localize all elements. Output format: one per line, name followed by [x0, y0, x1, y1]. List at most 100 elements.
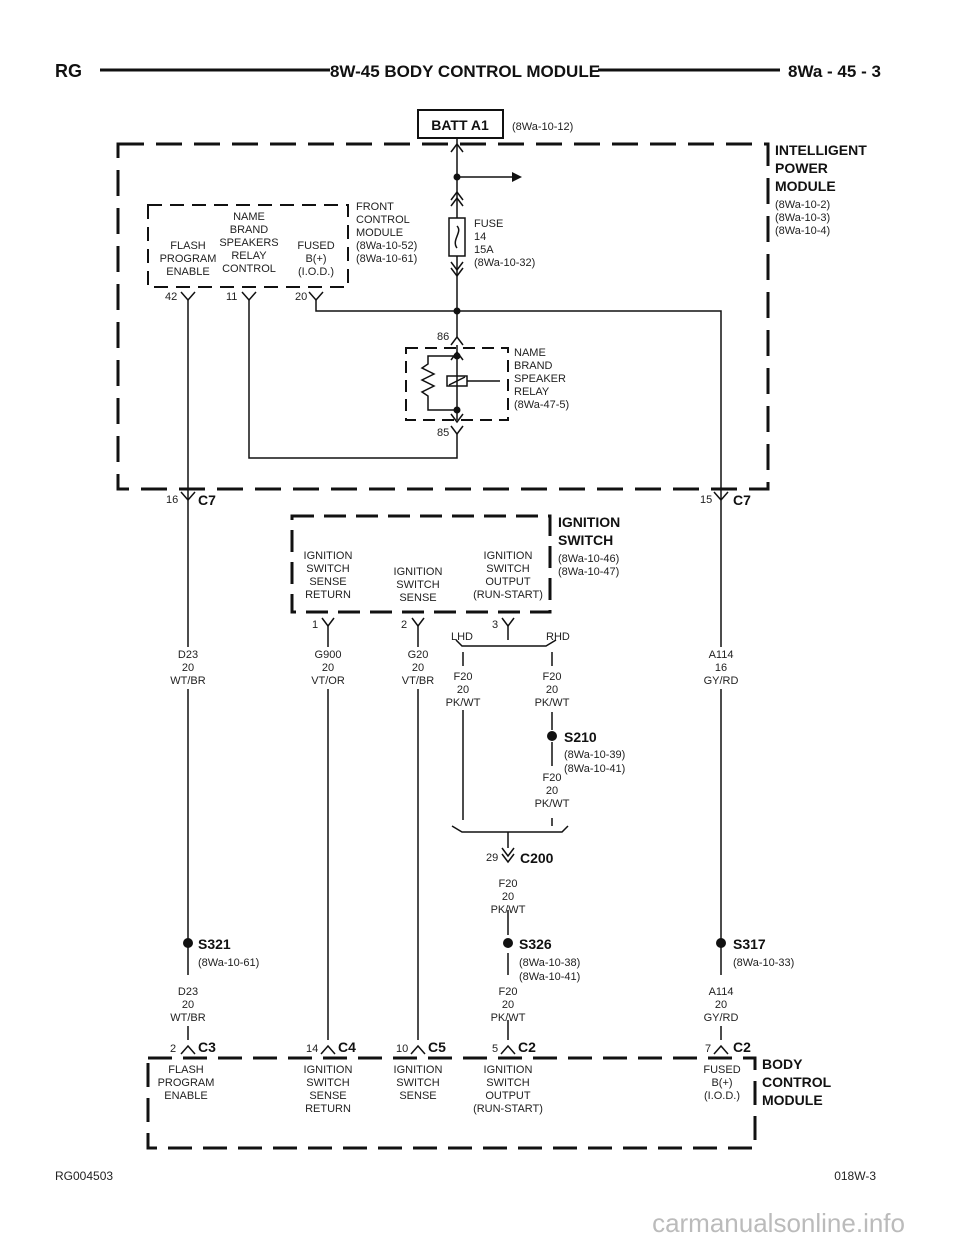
splice-s317-label: S317 [733, 936, 766, 952]
pin-symbol [713, 1044, 729, 1055]
bcm-func-text: (RUN-START) [473, 1103, 543, 1115]
bcm-c2-pin-5: 5 [492, 1043, 498, 1055]
label-mask [168, 647, 208, 689]
splice-dot [453, 352, 461, 360]
pin-symbol [450, 350, 464, 361]
bcm-func-text: PROGRAM [158, 1077, 215, 1089]
fuse-element [454, 225, 460, 249]
relay-pin-86: 86 [437, 331, 449, 343]
fcm-func-text: FUSED [297, 240, 334, 252]
splice-s326-ref: (8Wa-10-41) [519, 971, 580, 983]
splice-s210-ref: (8Wa-10-39) [564, 749, 625, 761]
fused-b-plus-wire [315, 300, 722, 480]
splice-s210-label: S210 [564, 729, 597, 745]
rhd-label: RHD [546, 631, 570, 643]
pin-symbol [180, 1044, 196, 1055]
fuse-label-line: 14 [474, 231, 486, 243]
batt-feed [448, 138, 512, 338]
fcm-func-text: BRAND [230, 224, 269, 236]
wire-label: VT/BR [402, 675, 434, 687]
fcm-title-line: CONTROL [356, 214, 410, 226]
relay-label-line: SPEAKER [514, 373, 566, 385]
bcm-func-text: FLASH [168, 1064, 204, 1076]
wire-label-g20: G20 20 VT/BR [402, 649, 434, 687]
label-mask [396, 647, 440, 689]
pin-symbol [450, 425, 464, 436]
ign-func-text: RETURN [305, 589, 351, 601]
ign-func-text: IGNITION [484, 550, 533, 562]
c200-pin: 29 [486, 852, 498, 864]
ipm-ref: (8Wa-10-2) [775, 199, 830, 211]
pin-symbol [450, 413, 464, 424]
fcm-pin-11: 11 [226, 291, 237, 303]
ign-func-return: IGNITION SWITCH SENSE RETURN [304, 550, 353, 601]
c7-right-connector: C7 [733, 492, 751, 508]
splice-s321-dot [183, 938, 193, 948]
bcm-c3-pin: 2 [170, 1043, 176, 1055]
relay-label: NAME BRAND SPEAKER RELAY (8Wa-47-5) [514, 347, 569, 411]
splice-dot [453, 406, 461, 414]
relay-control-wire [248, 300, 458, 459]
c7-left-pin: 16 [166, 494, 178, 506]
bcm-boundary [146, 1056, 757, 1150]
fcm-func-text: ENABLE [166, 266, 209, 278]
bcm-func-c2a: IGNITION SWITCH OUTPUT (RUN-START) [473, 1064, 543, 1115]
ignition-switch-title: IGNITION SWITCH (8Wa-10-46) (8Wa-10-47) [558, 514, 620, 578]
connector-arrow [450, 142, 464, 153]
bcm-func-text: OUTPUT [485, 1090, 531, 1102]
wire-label-a114-20: A114 20 GY/RD [704, 986, 739, 1024]
bcm-func-c4: IGNITION SWITCH SENSE RETURN [304, 1064, 353, 1115]
pin-symbol [450, 335, 464, 346]
fuse-label: FUSE 14 15A (8Wa-10-32) [474, 218, 535, 269]
wire-label: 20 [457, 684, 469, 696]
bcm-func-text: B(+) [711, 1077, 732, 1089]
splice-s210-dot [547, 731, 557, 741]
fcm-function-fused: FUSED B(+) (I.O.D.) [297, 240, 334, 278]
bcm-c2-connector: C2 [518, 1039, 536, 1055]
fcm-func-text: FLASH [170, 240, 206, 252]
wire-label-d23-lower: D23 20 WT/BR [170, 986, 205, 1024]
splice-s326-dot [503, 938, 513, 948]
batt-a1-label: BATT A1 [431, 117, 489, 133]
header-section-code: RG [55, 61, 82, 81]
relay-boundary [405, 347, 509, 421]
wire-label: A114 [709, 649, 734, 661]
bcm-func-text: SENSE [399, 1090, 436, 1102]
fuse-label-line: FUSE [474, 218, 503, 230]
ign-func-text: OUTPUT [485, 576, 531, 588]
wire-label: GY/RD [704, 675, 739, 687]
wire-merge [451, 825, 569, 833]
wire-label: F20 [543, 671, 562, 683]
bcm-title-line: BODY [762, 1056, 803, 1072]
wire-label: F20 [499, 878, 518, 890]
bcm-title: BODY CONTROL MODULE [762, 1056, 832, 1108]
bcm-func-text: RETURN [305, 1103, 351, 1115]
bcm-func-text: IGNITION [484, 1064, 533, 1076]
splice-s326-label: S326 [519, 936, 552, 952]
splice-dot [453, 173, 461, 181]
splice-s321-ref: (8Wa-10-61) [198, 957, 259, 969]
ipm-title: INTELLIGENT POWER MODULE (8Wa-10-2) (8Wa… [775, 142, 867, 237]
pin-symbol [410, 1044, 426, 1055]
wire-label: VT/OR [311, 675, 345, 687]
wire-label-d23-upper-front: D23 20 WT/BR [170, 649, 205, 687]
wire-label: F20 [454, 671, 473, 683]
footer-figure-id: RG004503 [55, 1169, 113, 1183]
bcm-func-text: IGNITION [304, 1064, 353, 1076]
ign-func-sense: IGNITION SWITCH SENSE [394, 566, 443, 604]
fcm-title-line: MODULE [356, 227, 403, 239]
fcm-title-line: FRONT [356, 201, 394, 213]
arrow-icon [512, 172, 522, 182]
wire-label: WT/BR [170, 1012, 205, 1024]
label-mask [697, 647, 745, 689]
lhd-label: LHD [451, 631, 473, 643]
pin-symbol [180, 291, 196, 302]
wire-label: GY/RD [704, 1012, 739, 1024]
bcm-func-c2b: FUSED B(+) (I.O.D.) [703, 1064, 740, 1102]
bcm-c4-pin: 14 [306, 1043, 318, 1055]
footer-code: 018W-3 [834, 1169, 876, 1183]
bcm-func-c5: IGNITION SWITCH SENSE [394, 1064, 443, 1102]
fcm-func-text: PROGRAM [160, 253, 217, 265]
fcm-func-text: RELAY [231, 250, 267, 262]
ign-func-text: SWITCH [396, 579, 439, 591]
